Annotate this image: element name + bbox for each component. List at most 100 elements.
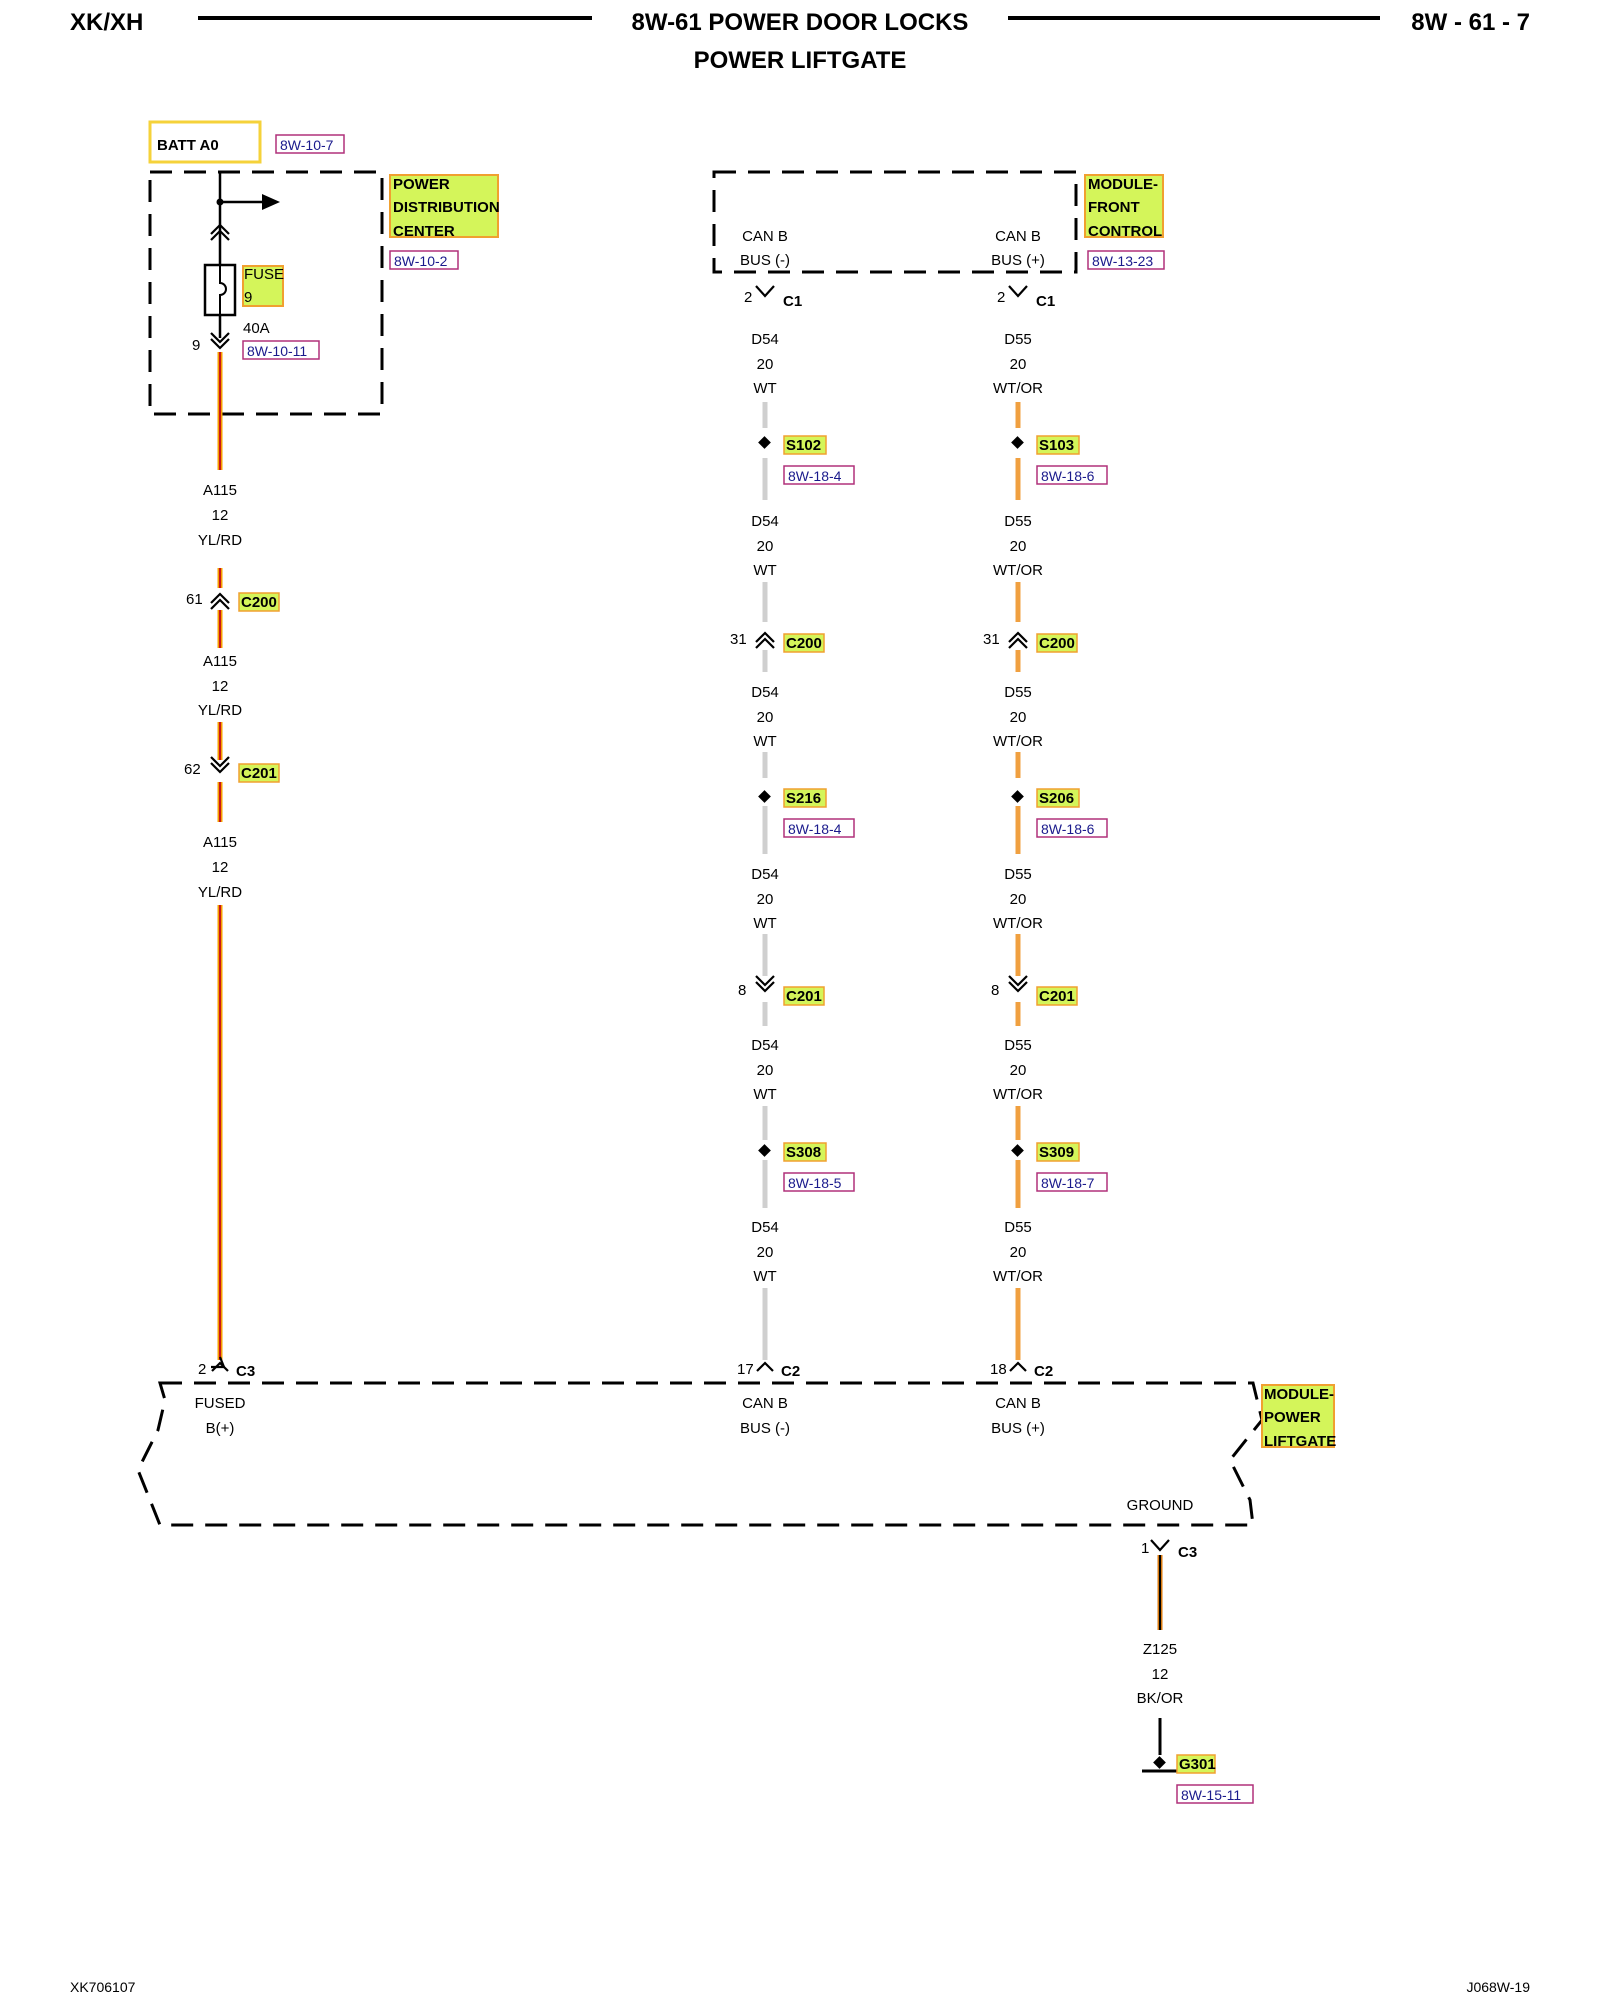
s102-ref-link[interactable]: 8W-18-4 [788,468,842,484]
lgm-pin1-conn: C3 [236,1363,255,1380]
lgm-label-highlight [1261,1384,1335,1448]
g301-ref-box[interactable] [1176,1784,1254,1804]
s103-name: S103 [1039,437,1074,454]
s216-name: S216 [786,790,821,807]
fcm-pin-left-icon [755,285,775,298]
lgm-pin2-conn: C2 [781,1363,800,1380]
lgm-pin3-num: 18 [990,1361,1007,1378]
d55-c200-highlight [1036,633,1078,653]
z125-gauge: 12 [1152,1666,1169,1683]
a115-seg1-gauge: 12 [212,507,229,524]
fcm-ref-link[interactable]: 8W-13-23 [1092,253,1153,269]
fuse-ref-box[interactable] [242,340,320,360]
g301-ref-link[interactable]: 8W-15-11 [1181,1787,1241,1803]
lgm-pin2-num: 17 [737,1361,754,1378]
pdc-label-highlight [389,174,499,238]
batt-ref-box[interactable] [275,134,345,154]
lgm-pin1-name-2: B(+) [206,1420,235,1437]
a115-seg2-circuit: A115 [203,653,237,670]
fcm-conn-right: C1 [1036,293,1055,310]
fcm-pin-right-icon [1008,285,1028,298]
d54-seg6-color: WT [753,1268,776,1285]
d54-c200-pin: 31 [730,631,747,648]
d54-c201-chevron-down-icon [754,974,776,993]
fcm-pin-right-name-2: BUS (+) [991,252,1045,269]
d54-seg4-gauge: 20 [757,891,774,908]
lgm-pin1-name-1: FUSED [195,1395,246,1412]
page-number: 8W - 61 - 7 [1411,9,1530,36]
d54-c200-highlight [783,633,825,653]
header-left: XK/XH [70,9,143,36]
s102-name: S102 [786,437,821,454]
fuse-ref-link[interactable]: 8W-10-11 [247,343,307,359]
d54-seg6-circuit: D54 [751,1219,779,1236]
pdc-ref-link[interactable]: 8W-10-2 [394,253,448,269]
d55-c201-highlight [1036,986,1078,1006]
s308-name: S308 [786,1144,821,1161]
a115-seg1-color: YL/RD [198,532,242,549]
a115-seg2-gauge: 12 [212,678,229,695]
d55-seg5-color: WT/OR [993,1086,1043,1103]
d55-c201-chevron-down-icon [1007,974,1029,993]
a115-seg3-color: YL/RD [198,884,242,901]
s206-ref-link[interactable]: 8W-18-6 [1041,821,1095,837]
d54-seg5-circuit: D54 [751,1037,779,1054]
lgm-pin3-name-1: CAN B [995,1395,1041,1412]
footer-left: XK706107 [70,1979,136,1995]
s309-ref-box[interactable] [1036,1172,1108,1192]
z125-circuit: Z125 [1143,1641,1177,1658]
bus-arrow-icon [262,194,280,210]
d55-seg4-circuit: D55 [1004,866,1032,883]
d54-seg3-circuit: D54 [751,684,779,701]
s309-ref-link[interactable]: 8W-18-7 [1041,1175,1095,1191]
s103-ref-link[interactable]: 8W-18-6 [1041,468,1095,484]
s102-ref-box[interactable] [783,465,855,485]
lgm-pin1-num: 2 [198,1361,206,1378]
s103-ref-box[interactable] [1036,465,1108,485]
fuse-num: 9 [244,289,252,306]
lgm-pin3-chevron-icon [1009,1361,1027,1372]
fcm-pin-left: 2 [744,289,752,306]
s216-ref-box[interactable] [783,818,855,838]
c200-chevron-up-icon [209,592,231,611]
wires [217,352,1163,1630]
fcm-ref-box[interactable] [1087,250,1165,270]
a115-seg3-circuit: A115 [203,834,237,851]
a115-c200-pin: 61 [186,591,203,608]
d54-seg1-gauge: 20 [757,356,774,373]
pdc-ref-box[interactable] [389,250,459,270]
a115-c201-highlight [238,763,280,783]
fcm-label-1: MODULE- [1088,176,1158,193]
d54-seg5-color: WT [753,1086,776,1103]
g301-name: G301 [1179,1756,1216,1773]
lgm-ground-pin: 1 [1141,1540,1149,1557]
d55-seg6-gauge: 20 [1010,1244,1027,1261]
fcm-label-3: CONTROL [1088,223,1162,240]
pdc-label-1: POWER [393,176,450,193]
d54-seg2-gauge: 20 [757,538,774,555]
d54-seg4-circuit: D54 [751,866,779,883]
fuse-label-highlight [242,265,284,307]
fuse-pin: 9 [192,337,200,354]
s206-ref-box[interactable] [1036,818,1108,838]
d54-c200-name: C200 [786,635,822,652]
s308-ref-box[interactable] [783,1172,855,1192]
pdc-box [148,170,384,416]
lgm-label-3: LIFTGATE [1264,1433,1336,1450]
d55-seg3-color: WT/OR [993,733,1043,750]
d54-c201-highlight [783,986,825,1006]
batt-ref-link[interactable]: 8W-10-7 [280,137,334,153]
s308-ref-link[interactable]: 8W-18-5 [788,1175,842,1191]
lgm-pin2-name-1: CAN B [742,1395,788,1412]
lgm-ground-pin-icon [1150,1539,1170,1552]
s216-ref-link[interactable]: 8W-18-4 [788,821,842,837]
s206-name: S206 [1039,790,1074,807]
lgm-pin2-chevron-icon [756,1361,774,1372]
s206-splice-icon [1011,790,1024,803]
d54-c201-name: C201 [786,988,822,1005]
footer-right: J068W-19 [1466,1979,1530,1995]
s216-highlight [783,788,827,808]
a115-c200-highlight [238,592,280,612]
lgm-label-2: POWER [1264,1409,1321,1426]
